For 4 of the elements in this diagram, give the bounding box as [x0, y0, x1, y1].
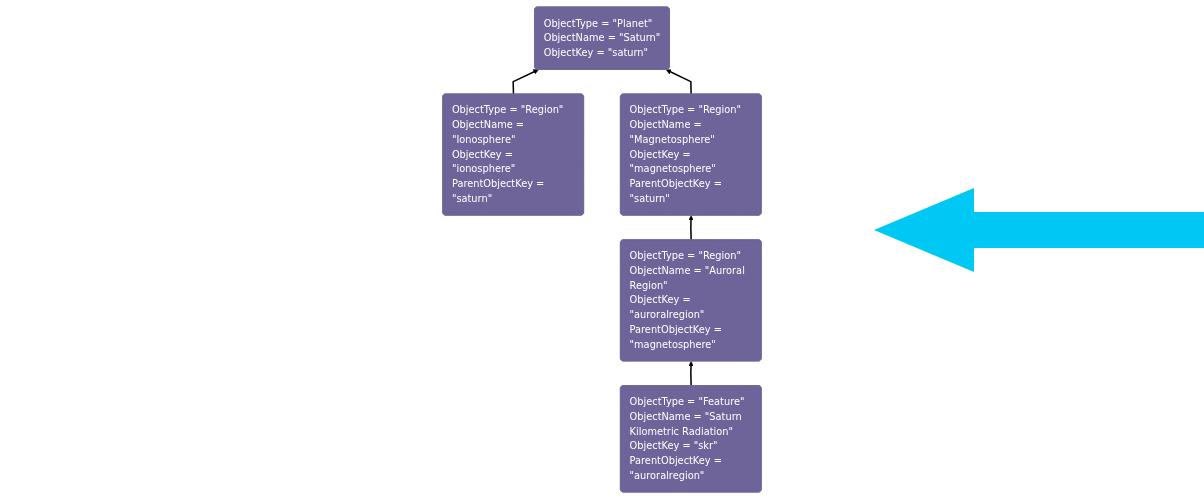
arrow	[665, 69, 692, 95]
arrow	[512, 69, 539, 95]
arrow	[688, 361, 694, 387]
arrow	[688, 215, 694, 241]
